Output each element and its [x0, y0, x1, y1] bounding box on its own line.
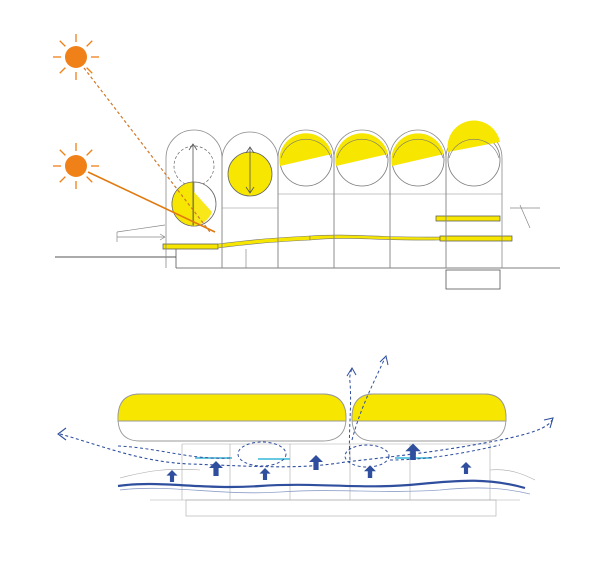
vault-5 — [389, 129, 447, 268]
high-sun-ray — [83, 67, 211, 233]
suns — [53, 34, 99, 189]
vault-6 — [445, 120, 503, 268]
floor-wave — [117, 479, 526, 490]
low-sun-icon — [53, 143, 99, 189]
air-pocket-right — [344, 444, 390, 468]
updraft-arrow-icon — [405, 443, 421, 460]
airflow-upper-right — [389, 444, 501, 461]
airflow-left-head — [57, 427, 67, 441]
updraft-arrow-icon — [460, 462, 472, 474]
low-sun-ray — [87, 171, 216, 233]
chimney-flow-a-head — [346, 367, 357, 377]
updraft-arrows — [166, 443, 472, 482]
chimney-flow-a — [348, 367, 353, 461]
bottom-section — [57, 355, 554, 517]
guide-lines — [116, 204, 540, 242]
top-section — [53, 34, 560, 290]
updraft-arrow-icon — [259, 468, 271, 480]
airflow-upper-left — [117, 445, 231, 459]
air-pocket-left — [237, 441, 287, 467]
building-frame — [119, 443, 536, 517]
high-sun-icon — [53, 34, 99, 80]
left-cushion — [117, 393, 347, 442]
floor-slabs — [162, 215, 513, 290]
updraft-arrow-icon — [309, 455, 323, 470]
vault-3 — [277, 129, 335, 268]
updraft-arrow-1 — [188, 143, 198, 225]
airflow-main — [59, 419, 553, 468]
chimney-flow-b-head — [379, 355, 389, 366]
right-cushion — [351, 393, 507, 442]
updraft-arrow-icon — [166, 470, 178, 482]
vaults — [165, 120, 503, 268]
updraft-arrow-icon — [209, 461, 223, 476]
floor-wave-light — [119, 487, 531, 495]
updown-arrow-2 — [245, 146, 255, 194]
vault-4 — [333, 129, 391, 268]
airflow-right-head — [543, 417, 554, 429]
updraft-arrow-icon — [364, 465, 376, 478]
chimney-flow-b — [351, 357, 386, 441]
